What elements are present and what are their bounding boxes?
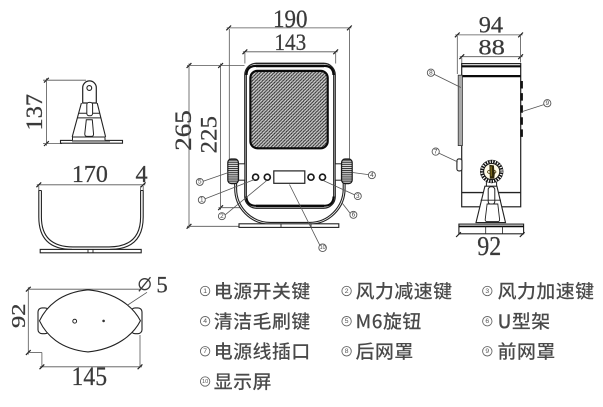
svg-text:92: 92 <box>477 231 501 261</box>
svg-text:4: 4 <box>203 318 207 325</box>
svg-text:5: 5 <box>345 318 349 325</box>
svg-text:3: 3 <box>356 193 360 200</box>
svg-text:143: 143 <box>274 30 306 55</box>
svg-text:8: 8 <box>345 348 349 355</box>
svg-text:190: 190 <box>273 4 308 33</box>
svg-text:6: 6 <box>352 212 356 219</box>
svg-text:92: 92 <box>8 304 30 329</box>
svg-text:225: 225 <box>196 116 222 154</box>
svg-text:170: 170 <box>72 161 108 188</box>
svg-text:4: 4 <box>370 172 374 179</box>
svg-text:10: 10 <box>320 245 326 251</box>
svg-text:5: 5 <box>198 179 202 186</box>
svg-text:4: 4 <box>135 161 147 188</box>
svg-text:7: 7 <box>434 148 438 155</box>
svg-text:137: 137 <box>22 94 48 131</box>
svg-text:3: 3 <box>485 288 489 295</box>
svg-text:145: 145 <box>72 362 108 391</box>
svg-text:7: 7 <box>203 348 207 355</box>
svg-text:265: 265 <box>171 110 197 151</box>
svg-text:6: 6 <box>485 318 489 325</box>
svg-text:9: 9 <box>546 100 550 107</box>
svg-text:1: 1 <box>200 197 204 204</box>
svg-text:2: 2 <box>345 288 349 295</box>
svg-text:5: 5 <box>156 272 167 297</box>
svg-text:2: 2 <box>220 213 224 220</box>
svg-text:9: 9 <box>485 348 489 355</box>
svg-text:1: 1 <box>203 288 207 295</box>
svg-text:94: 94 <box>479 12 503 38</box>
svg-text:10: 10 <box>202 379 208 385</box>
svg-text:8: 8 <box>429 70 433 77</box>
svg-text:88: 88 <box>478 34 505 59</box>
